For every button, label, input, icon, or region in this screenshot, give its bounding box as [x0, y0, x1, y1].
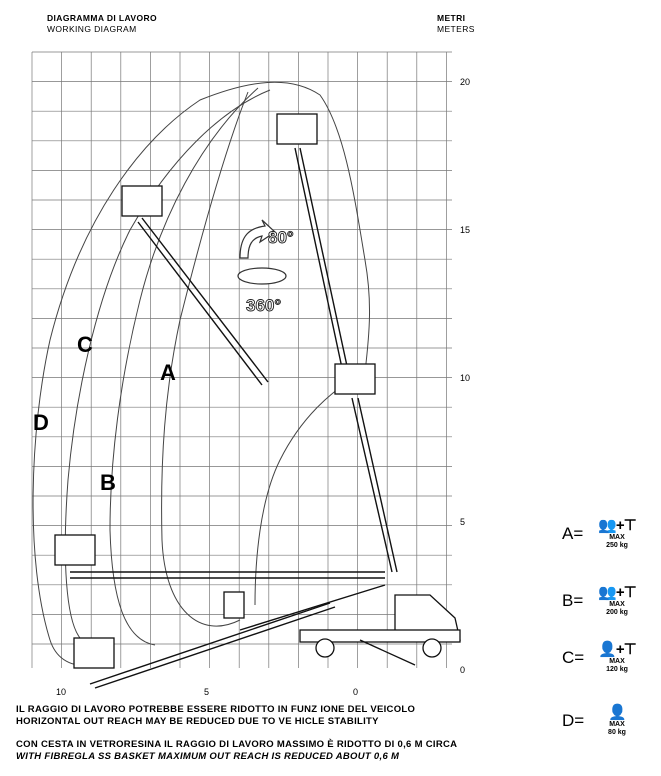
basket-2	[276, 113, 318, 145]
boom-upper-left	[137, 221, 263, 386]
note-italian-2: CON CESTA IN VETRORESINA IL RAGGIO DI LA…	[16, 739, 458, 750]
truck-wheel-front	[422, 638, 442, 658]
persons-icon: 👥+⊤	[598, 517, 637, 534]
x-tick: 10	[56, 687, 66, 697]
zone-label-a: A	[160, 360, 176, 385]
envelope-b	[109, 87, 259, 646]
legend-key: A=	[562, 524, 584, 543]
y-tick: 0	[460, 665, 465, 675]
basket-6	[223, 591, 245, 619]
basket-3	[334, 363, 376, 395]
envelope-curves	[32, 81, 371, 667]
slew-angle: 360°	[246, 296, 281, 315]
note-english-1: HORIZONTAL OUT REACH MAY BE REDUCED DUE …	[16, 716, 379, 727]
boom-mid	[239, 584, 386, 631]
zone-label-c: C	[77, 332, 93, 357]
elevation-arrow-icon	[239, 219, 276, 259]
legend-max: MAX	[609, 658, 625, 665]
grid	[31, 51, 452, 668]
boom-lines	[70, 147, 398, 689]
zone-label-d: D	[33, 410, 49, 435]
boom-lower-2	[94, 606, 336, 689]
basket-4	[54, 534, 96, 566]
diagram-title: DIAGRAMMA DI LAVORO WORKING DIAGRAM	[47, 13, 157, 35]
zone-labels: A B C D	[33, 332, 176, 495]
person-icon: 👤	[608, 704, 627, 721]
legend-max: MAX	[609, 534, 625, 541]
boom-lower	[89, 602, 331, 685]
person-icon: 👤+⊤	[598, 641, 637, 658]
legend-row-c: C= 👤+⊤ MAX 120 kg	[562, 642, 642, 674]
legend-row-b: B= 👥+⊤ MAX 200 kg	[562, 585, 642, 617]
legend-icon-one-person-tools: 👤+⊤ MAX 120 kg	[592, 642, 642, 674]
legend-icon-two-persons-tools: 👥+⊤ MAX 250 kg	[592, 518, 642, 550]
x-tick: 0	[353, 687, 358, 697]
rotation-symbols	[237, 219, 287, 285]
boom-vertical	[351, 397, 393, 573]
truck-wheel-rear	[315, 638, 335, 658]
baskets	[54, 113, 376, 669]
title-italian: DIAGRAMMA DI LAVORO	[47, 13, 158, 23]
legend-load: 120 kg	[606, 666, 628, 673]
legend-row-d: D= 👤 MAX 80 kg	[562, 705, 642, 737]
legend-key: D=	[562, 711, 585, 730]
legend-load: 80 kg	[608, 729, 626, 736]
slew-arrow-icon	[237, 267, 287, 285]
truck-chassis	[299, 629, 461, 643]
legend-icon-two-persons-tools: 👥+⊤ MAX 200 kg	[592, 585, 642, 617]
legend-row-a: A= 👥+⊤ MAX 250 kg	[562, 518, 642, 550]
title-english: WORKING DIAGRAM	[47, 24, 137, 34]
unit-italian: METRI	[437, 13, 466, 23]
legend-key: B=	[562, 591, 584, 610]
elevation-angle: 80°	[268, 228, 294, 247]
envelope-d	[32, 81, 371, 667]
y-tick: 5	[460, 517, 465, 527]
persons-icon: 👥+⊤	[598, 584, 637, 601]
boom-upper-right-2	[299, 147, 348, 367]
note-italian-1: IL RAGGIO DI LAVORO POTREBBE ESSERE RIDO…	[16, 704, 416, 715]
unit-english: METERS	[437, 24, 475, 34]
legend-icon-one-person: 👤 MAX 80 kg	[592, 705, 642, 737]
legend-key: C=	[562, 648, 585, 667]
legend-load: 200 kg	[606, 609, 628, 616]
boom-upper-right	[294, 147, 343, 369]
boom-vertical-2	[357, 397, 398, 573]
basket-1	[121, 185, 163, 217]
note-english-2: WITH FIBREGLA SS BASKET MAXIMUM OUT REAC…	[16, 751, 400, 762]
basket-5	[73, 637, 115, 669]
legend-max: MAX	[609, 721, 625, 728]
envelope-c	[64, 89, 271, 639]
unit-label: METRI METERS	[437, 13, 475, 35]
legend-load: 250 kg	[606, 542, 628, 549]
y-tick: 15	[460, 225, 470, 235]
x-axis-ticks: 10 5 0	[56, 687, 358, 697]
boom-upper-left-2	[141, 217, 269, 383]
truck	[299, 594, 461, 666]
legend-max: MAX	[609, 601, 625, 608]
x-tick: 5	[204, 687, 209, 697]
inner-curve	[254, 371, 366, 606]
y-tick: 10	[460, 373, 470, 383]
envelope-a	[161, 91, 249, 627]
outrigger	[359, 639, 416, 666]
y-tick: 20	[460, 77, 470, 87]
y-axis-ticks: 20 15 10 5 0	[460, 77, 470, 675]
zone-label-b: B	[100, 470, 116, 495]
